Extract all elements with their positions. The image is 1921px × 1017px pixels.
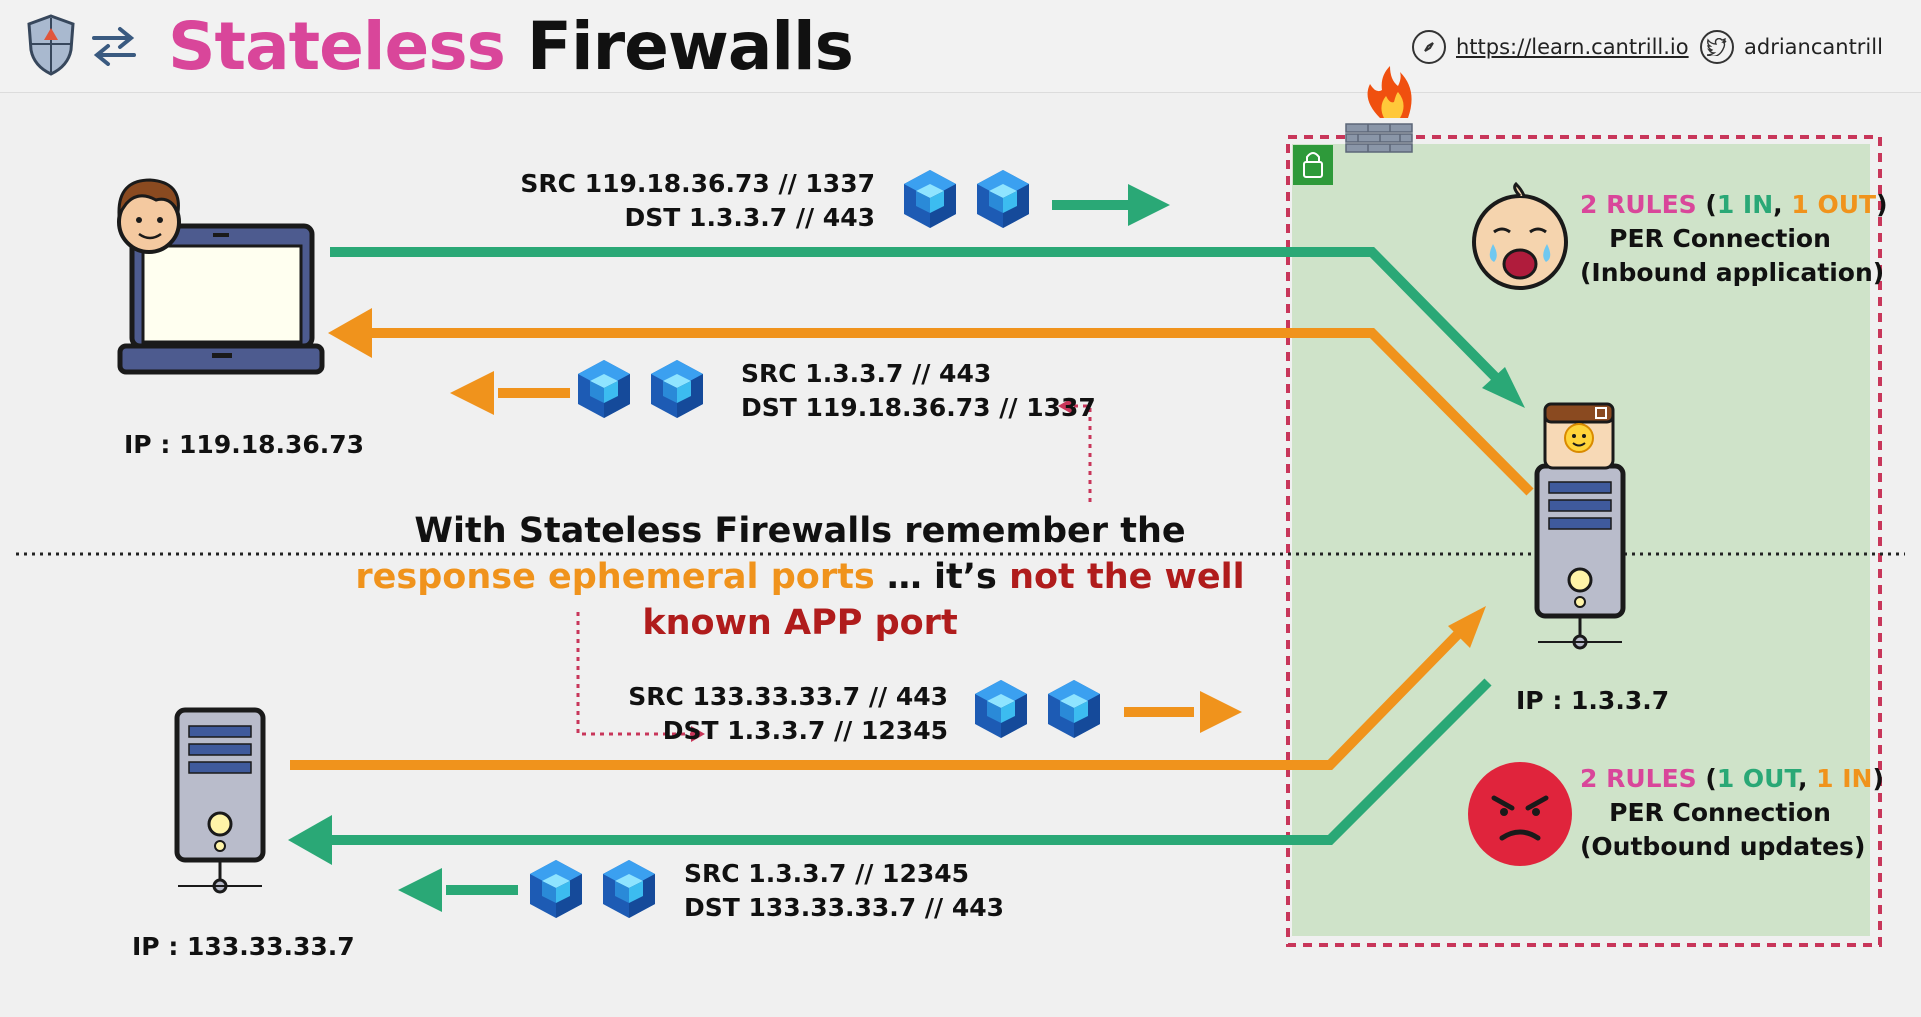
packet-src: SRC 119.18.36.73 // 1337 (520, 169, 875, 198)
packet-cube-icon (904, 170, 956, 228)
note-response-ports: response ephemeral ports (355, 557, 875, 597)
pointer-to-ephemeral-port (576, 612, 705, 742)
packet-cube-icon (975, 680, 1027, 738)
note-text-1: With Stateless Firewalls remember the (414, 511, 1186, 551)
website-link[interactable]: https://learn.cantrill.io (1412, 30, 1689, 64)
rules-line3: (Outbound updates) (1580, 832, 1866, 861)
rules-in: 1 IN (1816, 764, 1873, 793)
header: Stateless Firewalls https://learn.cantri… (0, 0, 1921, 93)
note-not-app-port: not the well known APP port (642, 557, 1245, 643)
flow-outbound-response (290, 606, 1486, 770)
rules-sep: , (1773, 190, 1792, 219)
packet-src: SRC 1.3.3.7 // 443 (741, 359, 992, 388)
packet-src: SRC 1.3.3.7 // 12345 (684, 859, 970, 888)
rules-paren-close: ) (1876, 190, 1888, 219)
packet-cube-icon (1048, 680, 1100, 738)
packet-dst: DST 1.3.3.7 // 12345 (662, 716, 948, 745)
crying-face-icon (1472, 181, 1568, 290)
flow-inbound-response (328, 308, 1534, 496)
firewall-boundary (1286, 135, 1882, 947)
pointer-to-response-port (1058, 398, 1092, 502)
rules-inbound: 2 RULES (1 IN, 1 OUT) PER Connection (In… (1580, 188, 1888, 290)
rules-paren-open: ( (1696, 764, 1717, 793)
website-url[interactable]: https://learn.cantrill.io (1456, 35, 1689, 59)
shield-icon (27, 14, 75, 76)
flow-inbound-request (330, 184, 1525, 408)
packet-dst: DST 119.18.36.73 // 1337 (741, 393, 1096, 422)
packet-label-outbound-response: SRC 133.33.33.7 // 443 DST 1.3.3.7 // 12… (628, 680, 948, 748)
client-ip: IP : 119.18.36.73 (124, 430, 365, 459)
packet-label-inbound-request: SRC 119.18.36.73 // 1337 DST 1.3.3.7 // … (520, 167, 875, 235)
twitter-handle[interactable]: adriancantrill (1744, 35, 1883, 59)
rules-count: 2 RULES (1580, 190, 1697, 219)
packet-cube-icon (651, 360, 703, 418)
lock-icon (1293, 145, 1333, 185)
packet-cube-icon (578, 360, 630, 418)
packet-cube-icon (603, 860, 655, 918)
twitter-icon (1700, 30, 1734, 64)
packet-cube-icon (530, 860, 582, 918)
packet-src: SRC 133.33.33.7 // 443 (628, 682, 948, 711)
title-firewalls: Firewalls (526, 8, 854, 85)
laptop-icon (117, 223, 325, 375)
rules-paren-open: ( (1696, 190, 1717, 219)
instagram-app-icon (1543, 402, 1615, 470)
rules-outbound: 2 RULES (1 OUT, 1 IN) PER Connection (Ou… (1580, 762, 1884, 864)
user-avatar-icon (117, 178, 181, 254)
rules-count: 2 RULES (1580, 764, 1697, 793)
packet-label-outbound-request: SRC 1.3.3.7 // 12345 DST 133.33.33.7 // … (684, 857, 1004, 925)
packet-dst: DST 1.3.3.7 // 443 (624, 203, 875, 232)
server-ip: IP : 1.3.3.7 (1516, 686, 1670, 715)
firewall-icon (1345, 66, 1413, 153)
packet-cube-icon (977, 170, 1029, 228)
rules-out: 1 OUT (1716, 764, 1798, 793)
rules-out: 1 OUT (1791, 190, 1877, 219)
compass-icon (1412, 30, 1446, 64)
rules-in: 1 IN (1716, 190, 1774, 219)
stateless-note: With Stateless Firewalls remember the re… (320, 508, 1280, 646)
packet-label-inbound-response: SRC 1.3.3.7 // 443 DST 119.18.36.73 // 1… (741, 357, 1096, 425)
update-server-ip: IP : 133.33.33.7 (132, 932, 355, 961)
swap-arrows-icon (92, 27, 136, 66)
rules-line2: PER Connection (1609, 224, 1831, 253)
packet-dst: DST 133.33.33.7 // 443 (684, 893, 1005, 922)
rules-paren-close: ) (1872, 764, 1884, 793)
rules-line3: (Inbound application) (1580, 258, 1885, 287)
flow-outbound-request (288, 678, 1492, 912)
server-icon (177, 710, 263, 892)
angry-face-icon (1468, 762, 1572, 866)
title-stateless: Stateless (168, 8, 506, 85)
twitter-link[interactable]: adriancantrill (1700, 30, 1883, 64)
rules-sep: , (1797, 764, 1817, 793)
rules-line2: PER Connection (1609, 798, 1831, 827)
page-title: Stateless Firewalls (168, 8, 854, 85)
note-text-2: … it’s (874, 557, 1010, 597)
